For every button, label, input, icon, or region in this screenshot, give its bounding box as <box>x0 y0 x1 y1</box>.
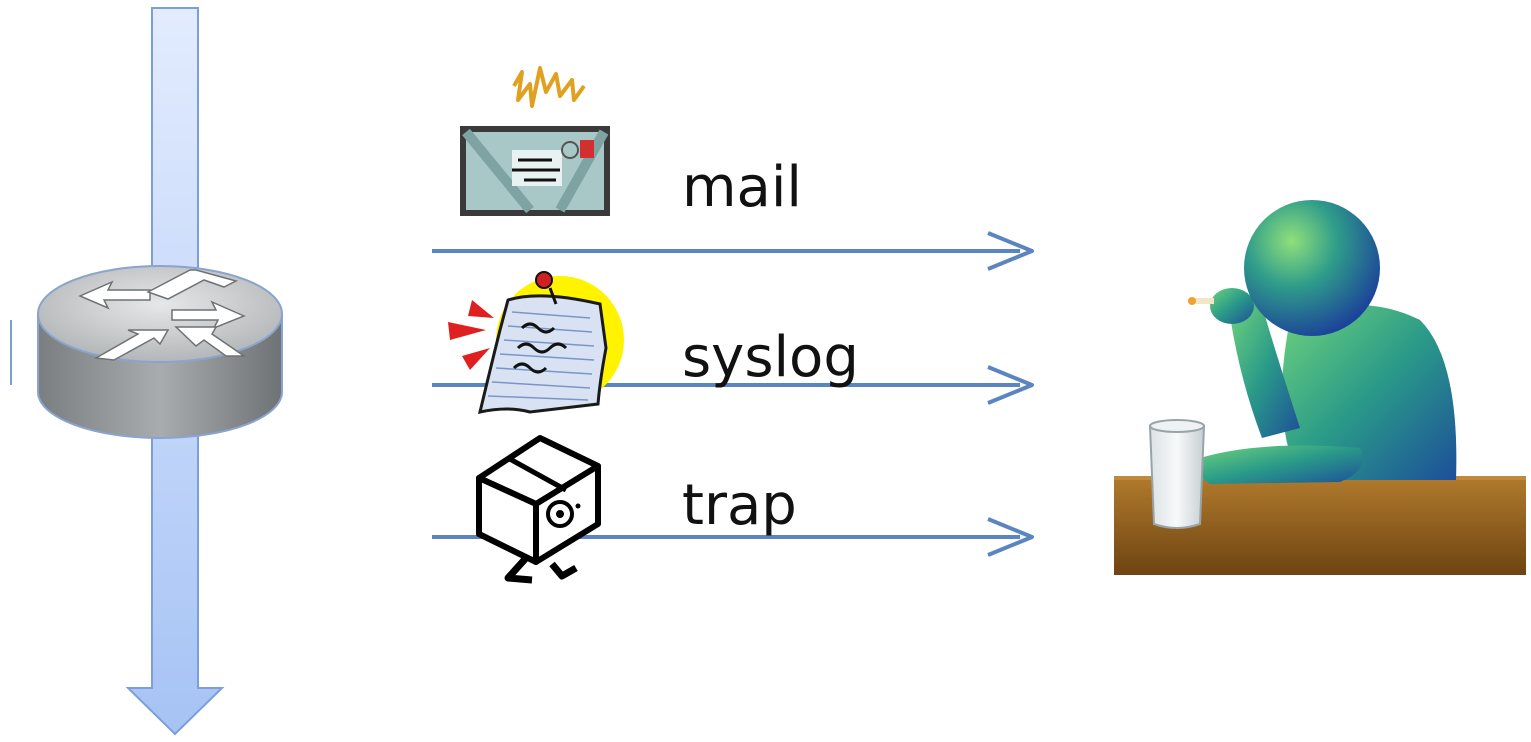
pinned-note-icon <box>448 271 624 414</box>
trap-label: trap <box>682 473 797 538</box>
walking-box-icon <box>476 435 601 584</box>
router-icon <box>10 265 283 439</box>
mail-envelope-icon <box>460 66 610 216</box>
bored-admin-icon <box>1114 200 1526 575</box>
mail-label: mail <box>682 155 802 220</box>
mail-arrow <box>432 231 1034 271</box>
syslog-label: syslog <box>682 325 859 390</box>
